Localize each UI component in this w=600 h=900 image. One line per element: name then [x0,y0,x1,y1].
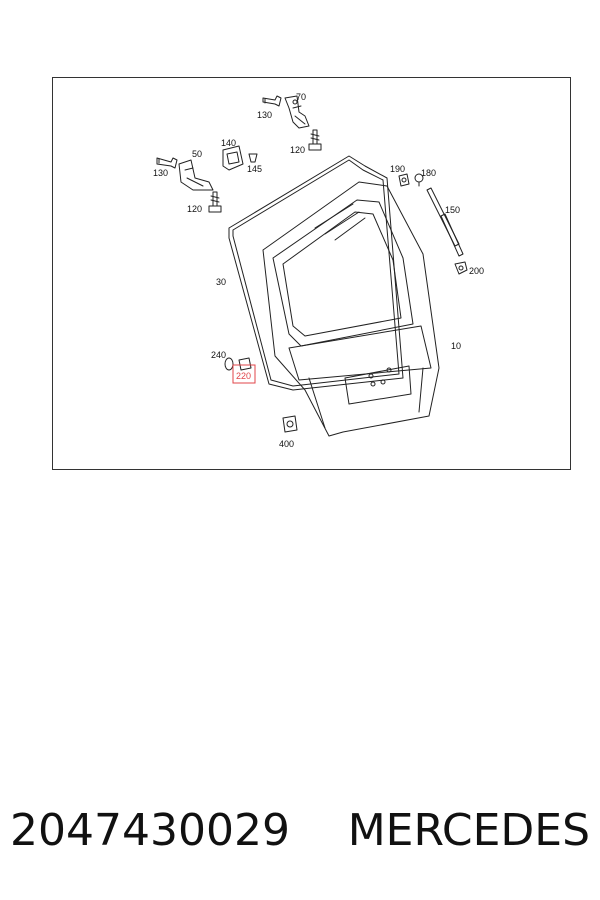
hinge-upper [284,95,310,129]
label-220: 220 [236,371,251,381]
gas-strut-150 [426,187,464,257]
bolt-130-lower [156,157,178,169]
label-130-upper: 130 [257,110,272,120]
ball-stud-180 [414,173,424,187]
label-200: 200 [469,266,484,276]
part-240 [224,357,234,371]
label-120-lower: 120 [187,204,202,214]
label-140: 140 [221,138,236,148]
exploded-parts-diagram: 70 130 140 50 120 130 145 190 180 120 15… [153,92,484,449]
label-150: 150 [445,205,460,215]
label-10: 10 [451,341,461,351]
clip-200 [454,261,468,275]
part-number: 2047430029 [10,804,290,856]
seal-30 [228,155,404,391]
diagram-frame: 70 130 140 50 120 130 145 190 180 120 15… [52,77,571,470]
label-130-lower: 130 [153,168,168,178]
highlight-box-220 [232,364,256,384]
label-400: 400 [279,439,294,449]
hinge-lower [178,159,214,191]
bump-stop-190 [398,173,410,187]
bracket-140 [222,145,244,171]
part-400 [282,415,298,433]
bolt-120-lower [208,191,222,213]
label-120-upper: 120 [290,145,305,155]
label-180: 180 [421,168,436,178]
label-240: 240 [211,350,226,360]
label-145: 145 [247,164,262,174]
brand-name: MERCEDES [347,804,590,856]
part-220 [238,357,252,371]
bolt-120-upper [308,129,322,151]
label-70: 70 [296,92,306,102]
label-30: 30 [216,277,226,287]
label-50: 50 [192,149,202,159]
label-190: 190 [390,164,405,174]
tailgate-10 [262,181,440,437]
clip-145 [248,153,258,163]
caption: 2047430029 MERCEDES [10,800,590,860]
bolt-130-upper [262,95,282,107]
